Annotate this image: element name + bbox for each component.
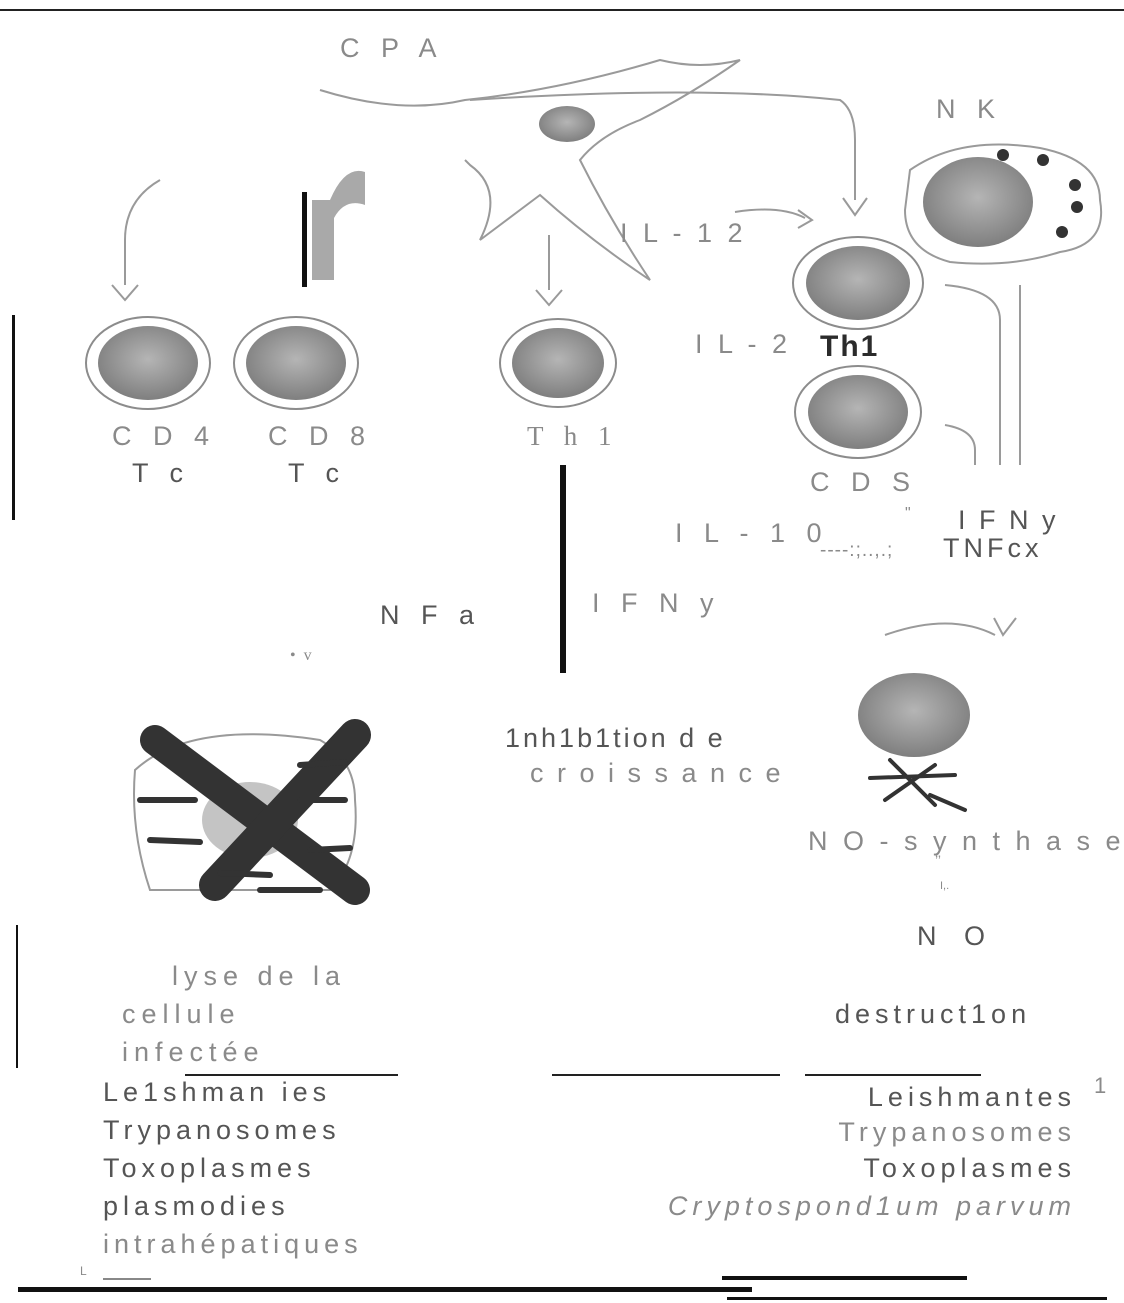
lyse-label-1: lyse de la	[172, 961, 346, 992]
tc-left-label: T c	[132, 458, 190, 489]
nk-nucleus	[923, 157, 1033, 247]
cd4-cell-nucleus	[98, 326, 198, 400]
nfa-label: N F a	[380, 600, 481, 631]
rule-lyse	[185, 1074, 398, 1076]
r-bar	[302, 192, 307, 287]
rule-bottom-right-2	[727, 1297, 1107, 1300]
il2-label: I L - 2	[695, 329, 791, 360]
cpa-label: C P A	[340, 33, 444, 64]
cd8-label: C D 8	[268, 421, 372, 452]
no-label: N O	[917, 921, 995, 952]
right-list-item-2: Trypanosomes	[838, 1117, 1076, 1148]
rule-right	[805, 1074, 981, 1076]
left-list-item-1: Le1shman ies	[103, 1077, 331, 1108]
no-synthase-label: N O - s y n t h a s e	[808, 826, 1124, 857]
lyse-label-3: infectée	[122, 1037, 265, 1068]
mid-vertical-bar	[560, 465, 566, 673]
artifact-dashes: ----:;..,.;	[820, 540, 893, 562]
th1-mid-cell-nucleus	[512, 328, 604, 398]
inhibition-label-2: c r o i s s a n c e	[530, 758, 784, 789]
rule-bottom-right-1	[722, 1276, 967, 1280]
nk-label: N K	[936, 94, 1002, 125]
artifact-comma: ’’	[935, 852, 941, 868]
cds-label: C D S	[810, 467, 917, 498]
lyse-label-2: cellule	[122, 999, 241, 1030]
inhibition-label-1: 1nh1b1tion d e	[505, 723, 726, 754]
left-list-item-4: plasmodies	[103, 1191, 290, 1222]
macrophage-nucleus	[858, 673, 970, 757]
artifact-quote: "	[905, 505, 911, 523]
artifact-v: • v	[290, 647, 314, 665]
ifny-right-label: I F N y	[958, 505, 1059, 536]
artifact-i: I,.	[940, 880, 949, 892]
right-list-item-4: Cryptospond1um parvum	[668, 1191, 1076, 1222]
tnfcx-label: TNFcx	[943, 533, 1042, 564]
rule-bottom-left	[18, 1287, 752, 1292]
cpa-nucleus	[539, 106, 595, 142]
cd8-cell-nucleus	[246, 326, 346, 400]
right-list-item-1: Leishmantes	[868, 1082, 1076, 1113]
left-list-item-2: Trypanosomes	[103, 1115, 341, 1146]
left-list-item-5: intrahépatiques	[103, 1229, 363, 1260]
rule-small	[103, 1278, 151, 1280]
il12-label: I L - 1 2	[620, 218, 747, 249]
ifny-mid-label: I F N y	[592, 588, 721, 619]
il10-label: I L - 1 0	[675, 518, 829, 549]
cd4-label: C D 4	[112, 421, 216, 452]
th1-right-cell-nucleus	[806, 246, 910, 320]
artifact-l: L	[80, 1264, 87, 1278]
left-bar-top	[12, 315, 15, 520]
right-list-item-3: Toxoplasmes	[863, 1153, 1076, 1184]
tc-right-label: T c	[288, 458, 346, 489]
cds-cell-nucleus	[808, 375, 908, 449]
destruction-label: destruct1on	[835, 999, 1031, 1030]
footnote-marker: 1	[1094, 1073, 1106, 1099]
th1-right-label: Th1	[820, 330, 879, 364]
rule-mid	[552, 1074, 780, 1076]
th1-mid-label: T h 1	[527, 421, 619, 452]
left-list-item-3: Toxoplasmes	[103, 1153, 316, 1184]
left-bar-bottom	[16, 925, 18, 1068]
